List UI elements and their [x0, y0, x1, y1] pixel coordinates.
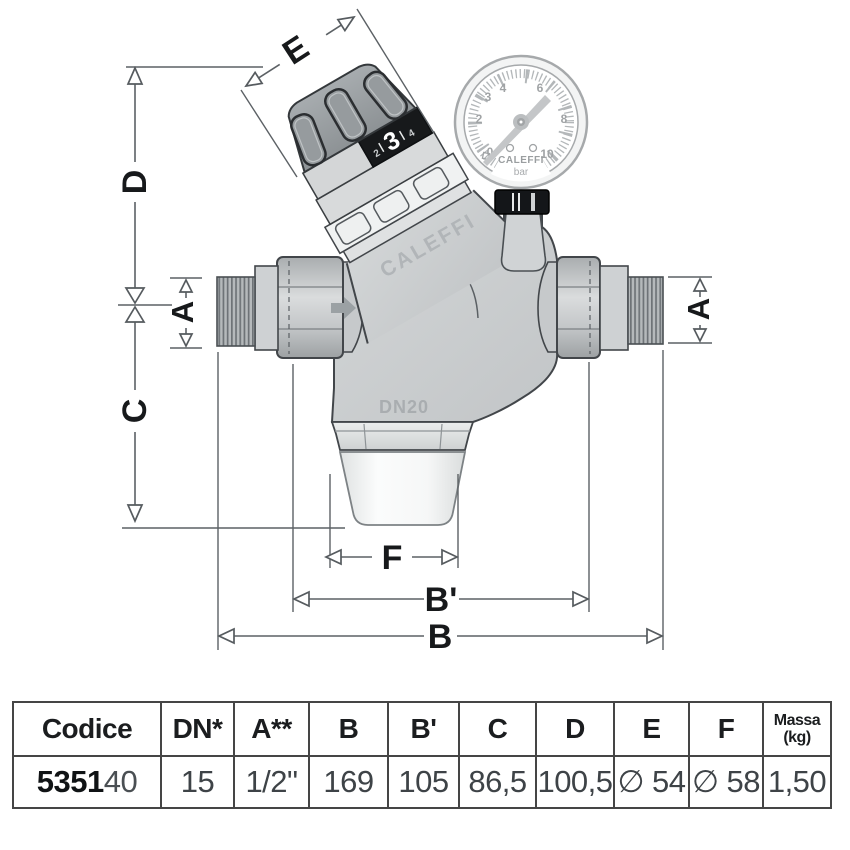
outlet-connection — [537, 256, 664, 359]
gauge-stem — [500, 212, 547, 272]
gauge-connection-nut — [494, 189, 550, 215]
gauge-number: 10 — [540, 147, 554, 161]
cell-codice: 535140 — [12, 755, 162, 809]
cell-dn: 15 — [160, 755, 235, 809]
cell-f: ∅ 58 — [688, 755, 764, 809]
setting-prev-number: 2 — [372, 147, 383, 160]
cell-d: 100,5 — [535, 755, 615, 809]
gauge-brand-label: CALEFFI — [498, 155, 544, 166]
spec-table-header-row: Codice DN* A** B B' C D E F Massa (kg) — [12, 701, 832, 757]
col-header-c: C — [458, 701, 537, 757]
adjustment-head: CALEFFI 2 3 4 — [287, 63, 533, 344]
inlet-connection — [216, 256, 364, 359]
dim-label-A-right: A — [681, 298, 716, 320]
col-header-d: D — [535, 701, 615, 757]
gauge-screw — [528, 143, 538, 153]
flow-direction-arrow-icon — [331, 297, 356, 319]
col-header-dn: DN* — [160, 701, 235, 757]
cell-b: 169 — [308, 755, 389, 809]
gauge-number: 4 — [500, 81, 507, 95]
gauge-unit-label: bar — [514, 167, 529, 178]
cartridge-flange — [330, 421, 475, 451]
gauge-needle — [483, 95, 551, 166]
left-male-thread — [216, 276, 256, 347]
cell-b-prime: 105 — [387, 755, 460, 809]
right-collar — [599, 265, 629, 351]
dim-label-E: E — [276, 28, 316, 72]
dimension-arrowheads — [124, 15, 708, 645]
dim-label-F: F — [382, 539, 403, 577]
dim-label-B: B — [428, 618, 453, 656]
cell-e: ∅ 54 — [613, 755, 690, 809]
dim-label-B-prime: B' — [425, 581, 458, 619]
dim-label-A-left: A — [165, 301, 200, 323]
filter-cup — [338, 451, 467, 526]
gauge-number: 3 — [485, 90, 492, 104]
dim-label-C: C — [116, 399, 154, 424]
valve-diagram: 0 2 3 4 6 8 10 CALEFFI bar — [116, 8, 716, 656]
col-header-e: E — [613, 701, 690, 757]
col-header-b-prime: B' — [387, 701, 460, 757]
knob-grip-slots — [290, 70, 408, 167]
right-tailpiece — [537, 261, 558, 353]
col-header-codice: Codice — [12, 701, 162, 757]
dn-size-label: DN20 — [379, 397, 429, 417]
right-male-thread — [627, 276, 664, 345]
right-union-nut — [556, 256, 601, 359]
cell-massa: 1,50 — [762, 755, 832, 809]
cell-c: 86,5 — [458, 755, 537, 809]
gauge-number: 0 — [487, 145, 494, 159]
spec-table: Codice DN* A** B B' C D E F Massa (kg) 5… — [12, 701, 832, 809]
dim-label-D: D — [116, 170, 154, 195]
knob-grip-highlights — [294, 74, 404, 163]
pressure-gauge: 0 2 3 4 6 8 10 CALEFFI bar — [453, 54, 589, 190]
setting-next-number: 4 — [407, 127, 418, 140]
gauge-screw — [505, 143, 515, 153]
gauge-number: 2 — [476, 112, 483, 126]
spec-table-value-row: 535140 15 1/2" 169 105 86,5 100,5 ∅ 54 ∅… — [12, 755, 832, 809]
col-header-b: B — [308, 701, 389, 757]
col-header-a: A** — [233, 701, 310, 757]
cell-a: 1/2" — [233, 755, 310, 809]
left-collar — [254, 265, 279, 351]
dimension-lines — [118, 8, 712, 650]
col-header-f: F — [688, 701, 764, 757]
col-header-massa: Massa (kg) — [762, 701, 832, 757]
gauge-number: 6 — [537, 81, 544, 95]
gauge-number: 8 — [561, 112, 568, 126]
